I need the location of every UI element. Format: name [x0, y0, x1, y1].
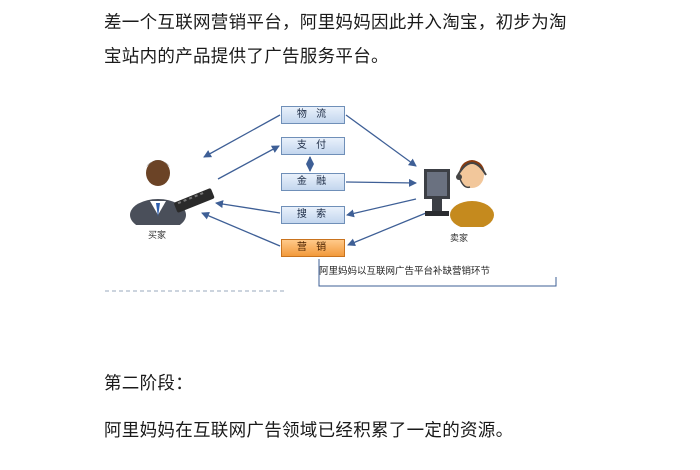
seller-label: 卖家	[450, 234, 469, 244]
arrow-search-to-buyer	[215, 200, 281, 214]
arrow-finance-to-seller	[345, 178, 417, 187]
paragraph-intro-line2: 宝站内的产品提供了广告服务平台。	[104, 47, 389, 67]
arrow-logistics-to-buyer	[203, 114, 281, 158]
buyer-label: 买家	[148, 231, 167, 241]
arrow-marketing-to-buyer	[201, 212, 281, 247]
arrow-seller-to-marketing	[347, 212, 427, 247]
note-bracket	[318, 259, 557, 287]
ecosystem-diagram: 买家 卖家 物 流 支 付 金 融 搜 索 营 销 阿里妈妈以互联网广告平台补缺…	[100, 95, 580, 300]
seller-person-icon	[424, 160, 494, 227]
paragraph-stage-two: 阿里妈妈在互联网广告领域已经积累了一定的资源。	[104, 421, 514, 441]
arrow-buyer-to-payment	[217, 145, 280, 180]
buyer-person-icon	[130, 160, 215, 225]
diagram-arrows	[105, 114, 557, 292]
box-search: 搜 索	[281, 206, 345, 224]
box-marketing: 营 销	[281, 239, 345, 257]
section-heading-stage-two: 第二阶段：	[104, 374, 193, 394]
box-payment: 支 付	[281, 137, 345, 155]
marketing-note: 阿里妈妈以互联网广告平台补缺营销环节	[319, 266, 491, 277]
arrow-seller-to-search	[346, 198, 417, 218]
paragraph-intro-line1: 差一个互联网营销平台，阿里妈妈因此并入淘宝，初步为淘	[104, 13, 567, 33]
arrow-logistics-to-seller	[345, 114, 417, 167]
box-finance: 金 融	[281, 173, 345, 191]
box-logistics: 物 流	[281, 106, 345, 124]
